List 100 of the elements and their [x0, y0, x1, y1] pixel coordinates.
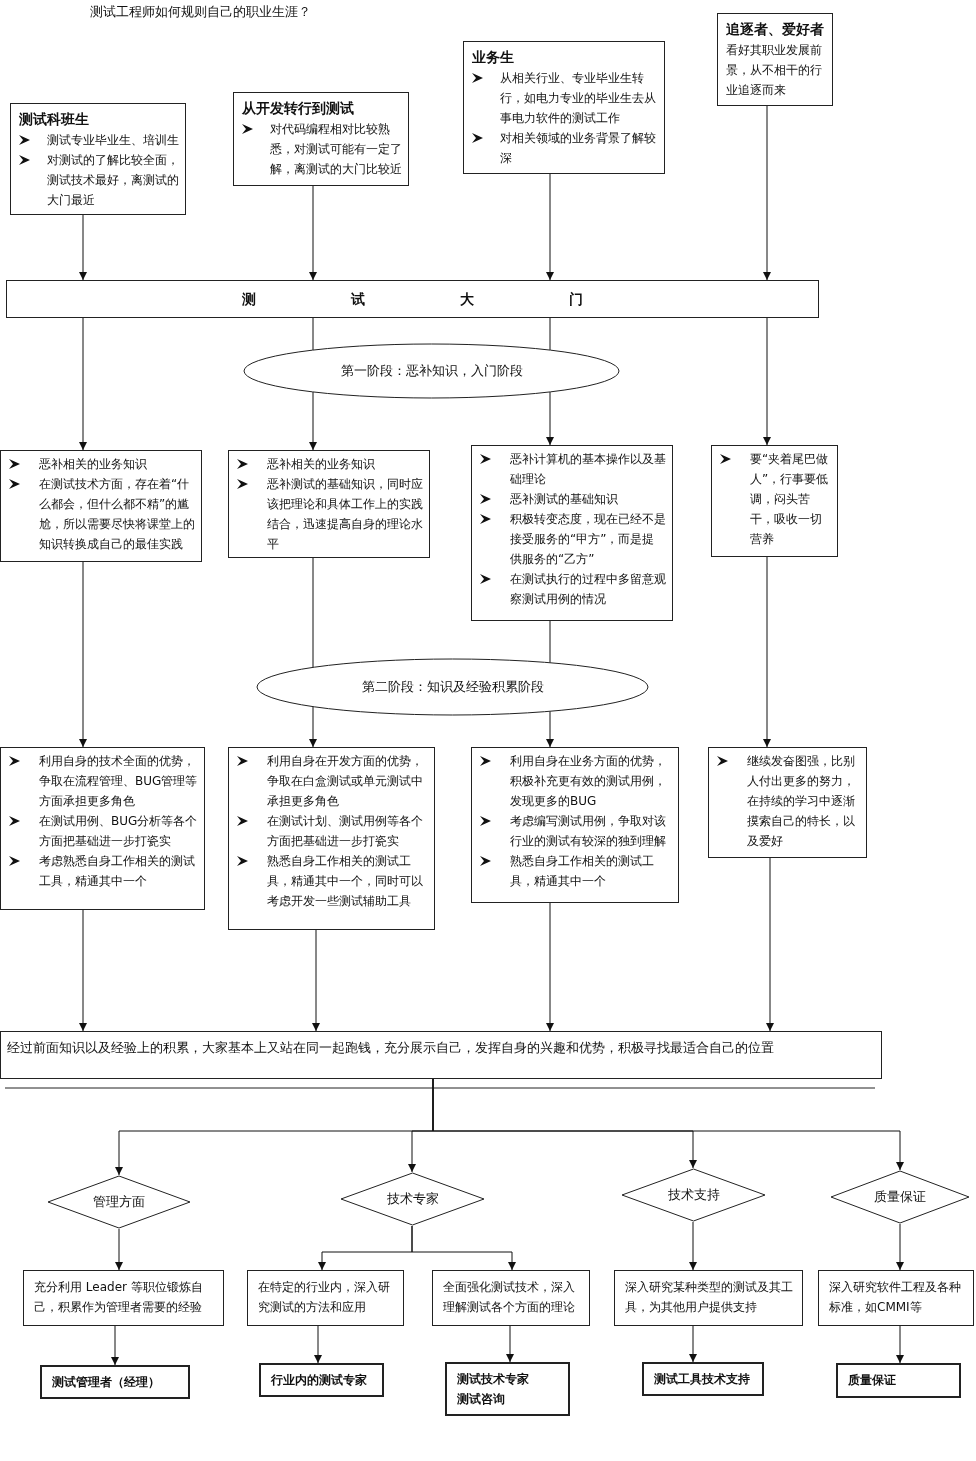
direction-diamond: [830, 1170, 970, 1224]
list-item-text: 考虑熟悉自身工作相关的测试工具，精通其中一个: [39, 853, 196, 890]
list-item-text: 测试专业毕业生、培训生: [47, 132, 179, 149]
role-box: [40, 1365, 190, 1399]
arrow: [309, 185, 317, 281]
connector-line: [312, 557, 314, 668]
arrow: [546, 710, 554, 748]
role-box: [259, 1363, 384, 1397]
advice-box: [708, 747, 867, 858]
arrow: [115, 1228, 123, 1271]
description-text: 深入研究软件工程及各种标准，如CMMI等: [829, 1279, 962, 1316]
role-label: 行业内的测试专家: [271, 1372, 368, 1389]
role-label: 质量保证: [848, 1372, 897, 1389]
box-heading: 从开发转行到测试: [242, 99, 355, 118]
list-item-text: 要“夹着尾巴做人”，行事要低调，闷头苦干，吸收一切营养: [750, 451, 830, 548]
list-item-text: 对测试的了解比较全面，测试技术最好，离测试的大门最近: [47, 152, 179, 209]
list-item-text: 在测试技术方面，存在着“什么都会，但什么都不精”的尴尬，所以需要尽快将课堂上的知识转换成自己的最佳实践: [39, 476, 195, 553]
gate-label: 测 试 大 门: [242, 290, 583, 309]
arrow: [896, 1325, 904, 1364]
list-item-text: 从相关行业、专业毕业生转行，如电力专业的毕业生去从事电力软件的测试工作: [500, 70, 657, 127]
role-box: [836, 1363, 961, 1398]
profile-box: [463, 41, 665, 174]
description-text: 深入研究某种类型的测试及其工具，为其他用户提供支持: [625, 1279, 794, 1316]
connector-line: [549, 620, 551, 664]
advice-box: [0, 450, 202, 562]
list-item-text: 恶补测试的基础知识: [510, 491, 619, 508]
role-label: 测试技术专家: [457, 1371, 530, 1388]
arrow: [79, 909, 87, 1032]
summary-text: 经过前面知识以及经验上的积累，大家基本上又站在同一起跑钱，充分展示自己，发挥自身的兴趣和优势，积极寻找最适合自己的位置: [7, 1039, 775, 1057]
description-box: [247, 1270, 404, 1326]
list-item-text: 继续发奋图强，比别人付出更多的努力，在持续的学习中逐渐摸索自己的特长，以及爱好: [747, 753, 856, 850]
list-item-text: 熟悉自身工作相关的测试工具，精通其中一个，同时可以考虑开发一些测试辅助工具: [267, 853, 424, 910]
arrow: [546, 173, 554, 281]
description-box: [23, 1270, 224, 1326]
arrow: [766, 857, 774, 1032]
direction-diamond: [340, 1172, 485, 1226]
description-text: 在特定的行业内，深入研究测试的方法和应用: [258, 1279, 391, 1316]
arrow: [79, 561, 87, 748]
list-item-text: 利用自身在业务方面的优势，积极补充更有效的测试用例，发现更多的BUG: [510, 753, 667, 810]
box-text: 看好其职业发展前景，从不相干的行业追逐而来: [726, 42, 823, 99]
list-item-text: 利用自身在开发方面的优势，争取在白盒测试或单元测试中承担更多角色: [267, 753, 424, 810]
list-item-text: 恶补测试的基础知识，同时应该把理论和具体工作上的实践结合，迅速提高自身的理论水平: [267, 476, 423, 553]
advice-box: [228, 747, 435, 930]
arrow: [546, 391, 554, 446]
arrow: [79, 214, 87, 281]
arrow: [689, 1325, 697, 1363]
role-box: [642, 1362, 764, 1396]
connector-line: [312, 317, 314, 351]
profile-box: [233, 92, 409, 186]
list-item-text: 恶补相关的业务知识: [39, 456, 148, 473]
description-box: [614, 1270, 803, 1326]
list-item-text: 恶补计算机的基本操作以及基础理论: [510, 451, 666, 488]
list-item-text: 恶补相关的业务知识: [267, 456, 376, 473]
direction-label: 技术专家: [386, 1190, 439, 1208]
list-item-text: 对相关领域的业务背景了解较深: [500, 130, 657, 167]
arrow: [309, 706, 317, 748]
arrow: [79, 317, 87, 451]
role-box: [445, 1362, 570, 1416]
list-item-text: 考虑编写测试用例，争取对该行业的测试有较深的独到理解: [510, 813, 667, 850]
list-item-text: 积极转变态度，现在已经不是接受服务的“甲方”，而是提供服务的“乙方”: [510, 511, 666, 568]
arrow: [763, 556, 771, 748]
description-box: [818, 1270, 974, 1326]
arrow: [111, 1325, 119, 1366]
direction-label: 技术支持: [667, 1186, 720, 1204]
advice-box: [711, 445, 838, 557]
stage-label: 第一阶段：恶补知识，入门阶段: [340, 362, 523, 380]
stage-ellipse: [243, 343, 620, 399]
list-item-text: 利用自身的技术全面的优势，争取在流程管理、BUG管理等方面承担更多角色: [39, 753, 198, 810]
advice-box: [471, 445, 673, 621]
advice-box: [0, 747, 205, 910]
summary-box: [0, 1031, 882, 1079]
arrow: [506, 1325, 514, 1363]
gate-bar: [6, 280, 819, 318]
description-box: [432, 1270, 590, 1326]
arrow: [763, 317, 771, 446]
role-label: 测试管理者（经理）: [52, 1374, 161, 1391]
profile-box: [10, 103, 186, 215]
box-heading: 测试科班生: [19, 110, 90, 129]
list-item-text: 在测试用例、BUG分析等各个方面把基础进一步打瓷实: [39, 813, 198, 850]
advice-box: [228, 450, 430, 558]
box-heading: 业务生: [472, 48, 515, 67]
arrow: [546, 902, 554, 1032]
stage-ellipse: [256, 658, 649, 716]
role-label: 测试工具技术支持: [654, 1371, 751, 1388]
connector-line: [549, 317, 551, 351]
list-item-text: 在测试计划、测试用例等各个方面把基础进一步打瓷实: [267, 813, 424, 850]
direction-label: 管理方面: [93, 1193, 145, 1211]
list-item-text: 对代码编程相对比较熟悉，对测试可能有一定了解，离测试的大门比较近: [270, 121, 402, 178]
box-heading: 追逐者、爱好者: [726, 20, 825, 39]
arrow: [763, 105, 771, 281]
diagram-title: 测试工程师如何规则自己的职业生涯？: [90, 3, 311, 21]
role-label: 测试咨询: [457, 1391, 506, 1408]
arrow: [896, 1223, 904, 1271]
direction-diamond: [621, 1168, 766, 1222]
arrow: [432, 1078, 904, 1171]
arrow: [314, 1325, 322, 1364]
arrow: [689, 1221, 697, 1271]
arrow: [309, 391, 317, 451]
arrow: [312, 929, 320, 1032]
direction-diamond: [47, 1175, 191, 1229]
